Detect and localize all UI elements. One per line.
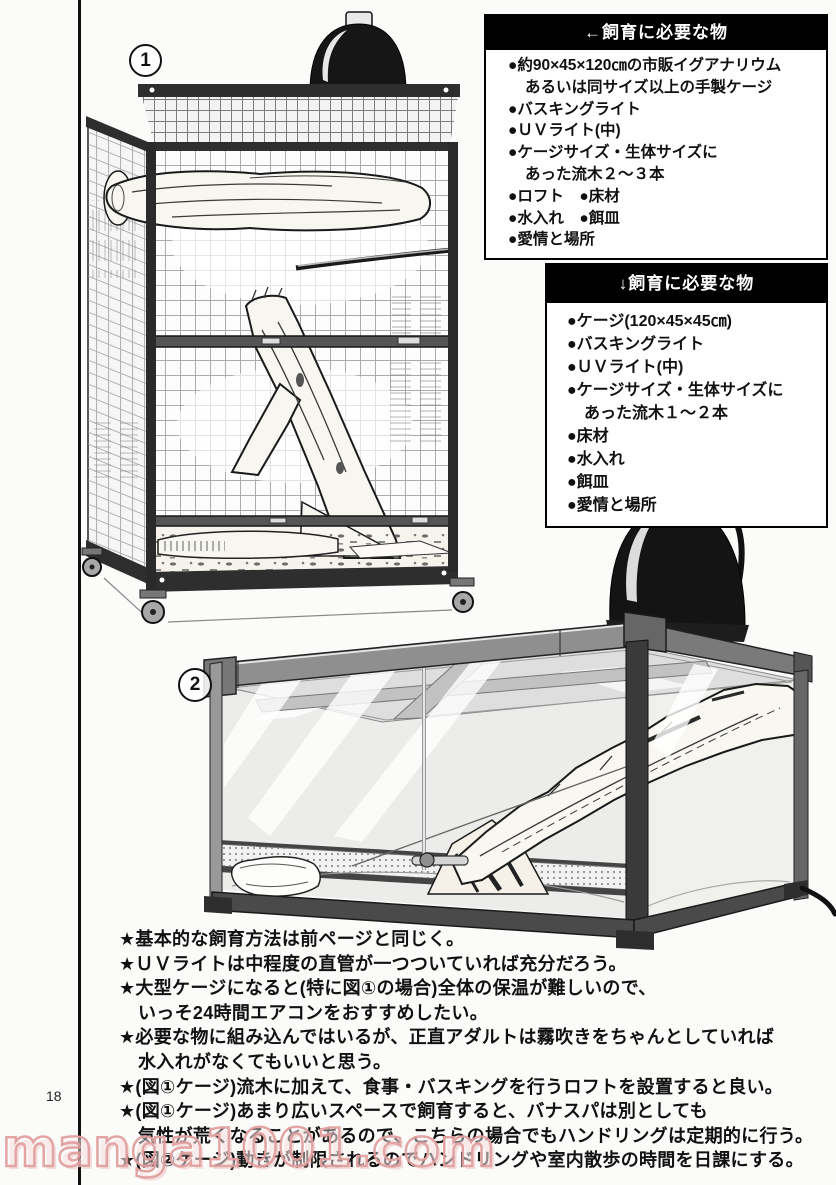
heat-lamp-icon bbox=[309, 11, 407, 93]
page-border-line bbox=[78, 0, 81, 1185]
supply-item: ●バスキングライト bbox=[567, 336, 705, 353]
supplies-box-cage1-list: ●約90×45×120㎝の市販イグアナリウム あるいは同サイズ以上の手製ケージ … bbox=[486, 50, 826, 258]
note-line: 気性が荒くなることがあるので、こちらの場合でもハンドリングは定期的に行う。 bbox=[138, 1125, 814, 1146]
caster-wheels bbox=[81, 547, 475, 624]
supplies-box-cage2-list: ●ケージ(120×45×45㎝) ●バスキングライト ●ＵＶライト(中) ●ケー… bbox=[547, 303, 826, 526]
driftwood-perch bbox=[103, 170, 431, 232]
note-line: ★基本的な飼育方法は前ページと同じく。 bbox=[119, 929, 465, 949]
water-dish bbox=[230, 856, 321, 898]
supplies-box-cage2-header: ↓飼育に必要な物 bbox=[547, 265, 826, 303]
supply-item: ●ケージサイズ・生体サイズに bbox=[508, 144, 718, 162]
note-line: ★ＵＶライトは中程度の直管が一つついていれば充分だろう。 bbox=[119, 953, 627, 974]
supply-item: ●床材 bbox=[567, 428, 609, 445]
supplies-box-cage1: ←飼育に必要な物 ●約90×45×120㎝の市販イグアナリウム あるいは同サイズ… bbox=[484, 14, 828, 261]
supply-item: ●ケージ(120×45×45㎝) bbox=[567, 313, 732, 330]
care-notes: ★基本的な飼育方法は前ページと同じく。 ★ＵＶライトは中程度の直管が一つついてい… bbox=[119, 927, 813, 1173]
page-number: 18 bbox=[46, 1088, 62, 1104]
supply-item: ●愛情と場所 bbox=[508, 231, 595, 249]
power-cord bbox=[799, 885, 836, 917]
supply-item: ●水入れ bbox=[567, 451, 625, 468]
supply-item: ●ＵＶライト(中) bbox=[567, 359, 684, 376]
figure-1-label: 1 bbox=[129, 44, 162, 77]
note-line: ★大型ケージになると(特に図①の場合)全体の保温が難しいので、 bbox=[119, 978, 657, 999]
note-line: ★(図①ケージ)流木に加えて、食事・バスキングを行うロフトを設置すると良い。 bbox=[119, 1076, 784, 1097]
note-line: 水入れがなくてもいいと思う。 bbox=[138, 1051, 392, 1072]
note-line: ★(図②ケージ)動きが制限されるのでハンドリングや室内散歩の時間を日課にする。 bbox=[119, 1150, 804, 1171]
wire-cage-illustration bbox=[81, 11, 475, 624]
supply-item: ●約90×45×120㎝の市販イグアナリウム bbox=[508, 57, 782, 74]
supply-item: ●餌皿 bbox=[567, 474, 609, 491]
supply-item: あるいは同サイズ以上の手製ケージ bbox=[525, 78, 773, 96]
supply-item: ●愛情と場所 bbox=[567, 497, 657, 514]
supplies-box-cage1-header: ←飼育に必要な物 bbox=[486, 16, 826, 50]
note-line: いっそ24時間エアコンをおすすめしたい。 bbox=[138, 1002, 489, 1023]
figure-2-label: 2 bbox=[178, 668, 212, 702]
glass-reflections bbox=[224, 660, 718, 842]
supply-item: ●ケージサイズ・生体サイズに bbox=[567, 382, 784, 399]
supply-item: あった流木１～２本 bbox=[584, 405, 729, 422]
supply-item: ●水入れ ●餌皿 bbox=[508, 209, 620, 227]
note-line: ★必要な物に組み込んではいるが、正直アダルトは霧吹きをちゃんとしていれば bbox=[119, 1027, 775, 1048]
note-line: ★(図①ケージ)あまり広いスペースで飼育すると、バナスパは別としても bbox=[119, 1101, 708, 1122]
supplies-box-cage2: ↓飼育に必要な物 ●ケージ(120×45×45㎝) ●バスキングライト ●ＵＶラ… bbox=[545, 263, 828, 528]
supply-item: ●ＵＶライト(中) bbox=[508, 122, 621, 140]
supply-item: ●ロフト ●床材 bbox=[508, 187, 620, 205]
supply-item: あった流木２～３本 bbox=[525, 165, 665, 183]
supply-item: ●バスキングライト bbox=[508, 100, 641, 118]
